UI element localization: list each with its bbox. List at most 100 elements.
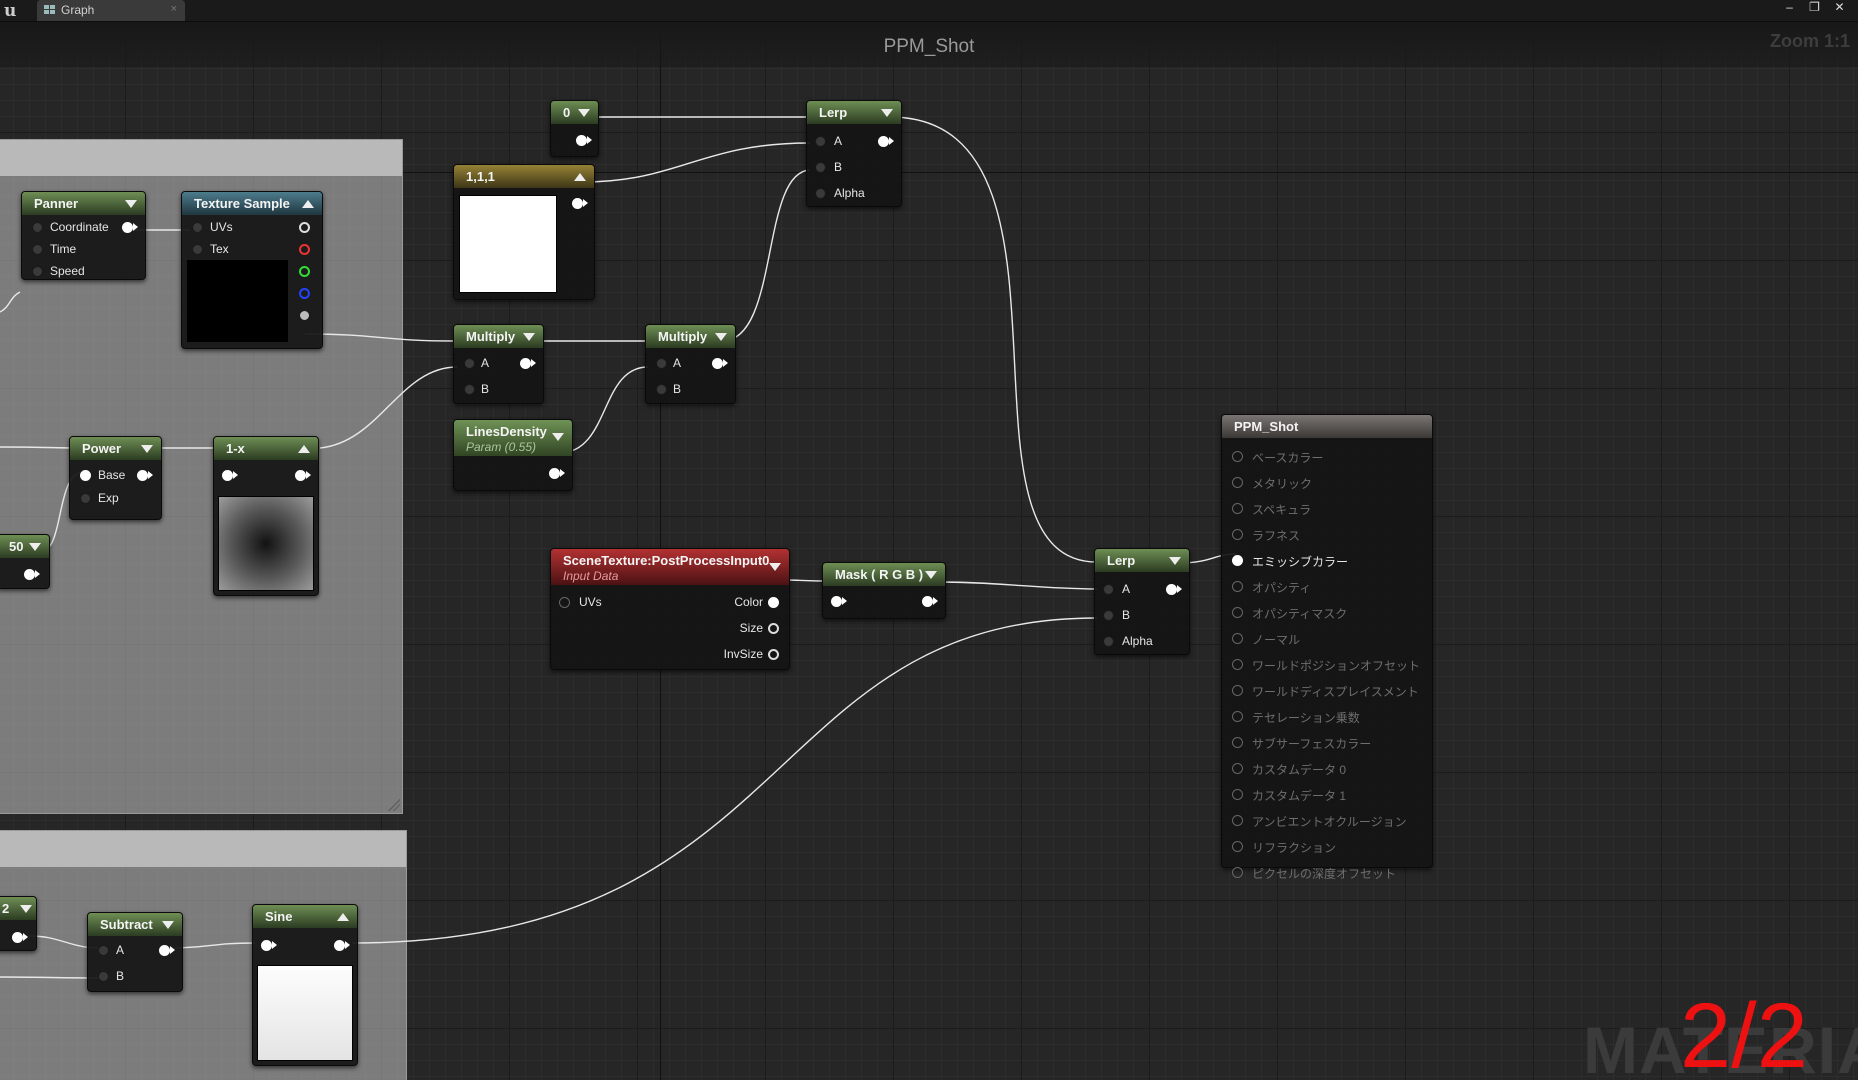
node-header[interactable]: 2 [0,897,36,920]
output-pin-invsize[interactable] [768,649,779,660]
node-lerp-top[interactable]: Lerp A B Alpha [806,100,902,207]
collapse-arrow-icon[interactable] [523,333,535,341]
input-pin-speed[interactable] [32,266,43,277]
result-input-pin[interactable] [1232,555,1243,566]
output-pin-r[interactable] [299,244,310,255]
input-pin-alpha[interactable] [815,188,826,199]
input-pin-b[interactable] [464,384,475,395]
input-pin-b[interactable] [815,162,826,173]
collapse-arrow-icon[interactable] [302,200,314,208]
collapse-arrow-icon[interactable] [769,563,781,571]
collapse-arrow-icon[interactable] [125,200,137,208]
result-input-pin[interactable] [1232,607,1243,618]
output-pin[interactable] [712,358,723,369]
comment-header[interactable] [0,831,406,867]
node-multiply-1[interactable]: Multiply A B [453,324,544,404]
collapse-arrow-icon[interactable] [574,173,586,181]
input-pin-b[interactable] [98,971,109,982]
collapse-arrow-icon[interactable] [337,913,349,921]
collapse-arrow-icon[interactable] [162,921,174,929]
node-texture-sample[interactable]: Texture Sample UVs Tex [181,191,323,349]
input-pin-coordinate[interactable] [32,222,43,233]
result-input-pin[interactable] [1232,477,1243,488]
node-power[interactable]: Power Base Exp [69,436,162,520]
output-pin-g[interactable] [299,266,310,277]
node-subtract[interactable]: Subtract A B [87,912,183,992]
node-material-result[interactable]: PPM_Shot ベースカラーメタリックスペキュララフネスエミッシブカラーオパシ… [1221,414,1433,881]
collapse-arrow-icon[interactable] [552,433,564,441]
collapse-arrow-icon[interactable] [29,543,41,551]
node-constant-0[interactable]: 0 [550,100,599,157]
input-pin-uvs[interactable] [559,597,570,608]
tab-close-button[interactable]: × [170,3,177,15]
output-pin[interactable] [549,468,560,479]
node-vector-111[interactable]: 1,1,1 [453,164,595,300]
output-pin-color[interactable] [768,597,779,608]
collapse-arrow-icon[interactable] [141,445,153,453]
input-pin-a[interactable] [464,358,475,369]
output-pin[interactable] [922,596,933,607]
collapse-arrow-icon[interactable] [1169,557,1181,565]
node-header[interactable]: PPM_Shot [1222,415,1432,438]
node-header[interactable]: Multiply [454,325,543,348]
restore-button[interactable]: ❐ [1809,0,1820,14]
result-input-pin[interactable] [1232,763,1243,774]
node-scene-texture[interactable]: SceneTexture:PostProcessInput0 Input Dat… [550,548,790,670]
node-header[interactable]: 1-x [214,437,318,460]
node-header[interactable]: Lerp [807,101,901,124]
output-pin-a[interactable] [299,310,310,321]
input-pin[interactable] [222,470,233,481]
output-pin-size[interactable] [768,623,779,634]
node-header[interactable]: Mask ( R G B ) [823,563,945,586]
output-pin[interactable] [24,569,35,580]
output-pin[interactable] [576,135,587,146]
node-panner[interactable]: Panner Coordinate Time Speed [21,191,146,280]
result-input-pin[interactable] [1232,659,1243,670]
comment-header[interactable] [0,140,402,176]
output-pin[interactable] [1166,584,1177,595]
result-input-pin[interactable] [1232,737,1243,748]
node-header[interactable]: Lerp [1095,549,1189,572]
input-pin-time[interactable] [32,244,43,255]
node-header[interactable]: Sine [253,905,357,928]
result-input-pin[interactable] [1232,633,1243,644]
tab-graph[interactable]: Graph × [37,0,185,21]
collapse-arrow-icon[interactable] [578,109,590,117]
node-header[interactable]: LinesDensity Param (0.55) [454,420,572,456]
node-header[interactable]: Multiply [646,325,735,348]
node-header[interactable]: 50 [0,535,49,558]
output-pin[interactable] [878,136,889,147]
node-header[interactable]: Texture Sample [182,192,322,215]
node-lerp-bottom[interactable]: Lerp A B Alpha [1094,548,1190,655]
input-pin-alpha[interactable] [1103,636,1114,647]
output-pin[interactable] [572,198,583,209]
result-input-pin[interactable] [1232,711,1243,722]
node-header[interactable]: Subtract [88,913,182,936]
input-pin[interactable] [261,940,272,951]
input-pin[interactable] [831,596,842,607]
node-one-minus[interactable]: 1-x [213,436,319,596]
result-input-pin[interactable] [1232,503,1243,514]
output-pin-b[interactable] [299,288,310,299]
input-pin-b[interactable] [1103,610,1114,621]
collapse-arrow-icon[interactable] [881,109,893,117]
input-pin-tex[interactable] [192,244,203,255]
collapse-arrow-icon[interactable] [715,333,727,341]
node-multiply-2[interactable]: Multiply A B [645,324,736,404]
result-input-pin[interactable] [1232,815,1243,826]
output-pin[interactable] [137,470,148,481]
node-constant-2[interactable]: 2 [0,896,37,951]
input-pin-base[interactable] [80,470,91,481]
node-header[interactable]: 0 [551,101,598,124]
input-pin-a[interactable] [98,945,109,956]
node-constant-50[interactable]: 50 [0,534,50,589]
close-button[interactable]: ✕ [1834,0,1845,14]
collapse-arrow-icon[interactable] [20,905,32,913]
output-pin[interactable] [334,940,345,951]
node-lines-density[interactable]: LinesDensity Param (0.55) [453,419,573,491]
collapse-arrow-icon[interactable] [298,445,310,453]
resize-handle-icon[interactable] [388,799,400,811]
node-sine[interactable]: Sine [252,904,358,1066]
output-pin[interactable] [122,222,133,233]
result-input-pin[interactable] [1232,841,1243,852]
